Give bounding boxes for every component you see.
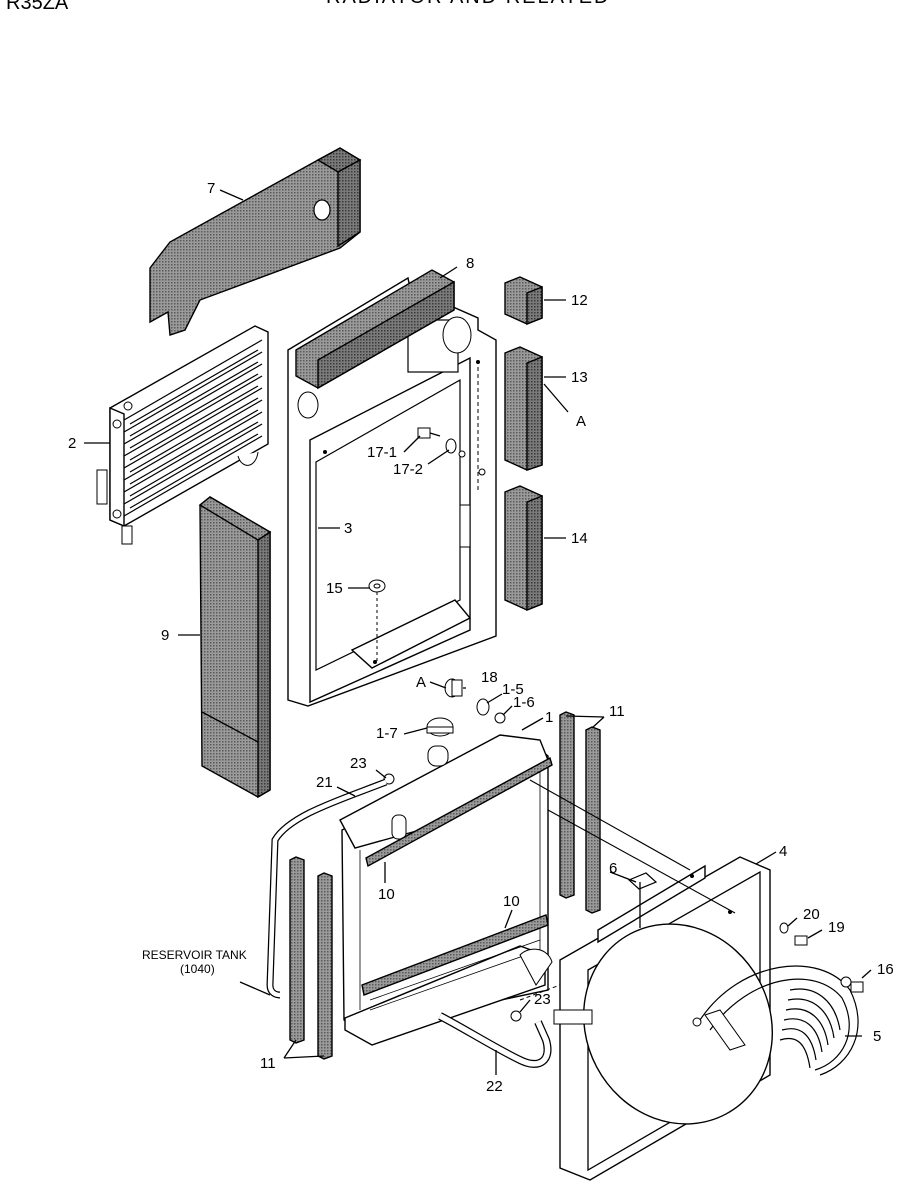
callout-2: 2 — [68, 435, 76, 452]
callout-18: 18 — [481, 669, 498, 686]
part-7-foam-seal — [149, 147, 362, 336]
callout-1-5: 1-5 — [502, 681, 524, 698]
part-5-fan-guard — [699, 965, 859, 1076]
part-18-plug — [444, 678, 463, 698]
callout-20: 20 — [803, 906, 820, 923]
callout-23-lower: 23 — [534, 991, 551, 1008]
part-1-7-cap — [426, 717, 454, 737]
part-14-foam-block — [504, 485, 543, 612]
reservoir-tank-note: RESERVOIR TANK — [142, 948, 247, 962]
part-20-washer — [779, 922, 789, 934]
callout-1-7: 1-7 — [376, 725, 398, 742]
part-3-shroud-frame — [287, 276, 497, 707]
part-23-clamp-upper — [383, 773, 395, 785]
callout-ref-a-upper: A — [576, 413, 586, 430]
part-23-clamp-lower — [510, 1010, 522, 1022]
callout-13: 13 — [571, 369, 588, 386]
part-17-2-washer — [445, 438, 457, 454]
leader-lines — [84, 189, 872, 1075]
part-15-grommet — [368, 579, 386, 662]
callout-11-upper: 11 — [609, 703, 625, 720]
callout-10-right: 10 — [503, 893, 520, 910]
part-11-foam-strip-right-b — [585, 726, 601, 914]
callout-9: 9 — [161, 627, 169, 644]
part-22-hose — [438, 1012, 552, 1068]
callout-16: 16 — [877, 961, 894, 978]
callout-7: 7 — [207, 180, 215, 197]
callout-3: 3 — [344, 520, 352, 537]
callout-22: 22 — [486, 1078, 503, 1095]
model-label: R35ZA — [6, 0, 69, 14]
callout-labels: 7 8 12 13 A 2 17-1 17-2 3 14 15 9 A 18 1… — [68, 180, 894, 1095]
callout-14: 14 — [571, 530, 588, 547]
part-13-foam-block — [504, 346, 543, 471]
reservoir-tank-ref: (1040) — [180, 962, 215, 976]
callout-1: 1 — [545, 709, 553, 726]
callout-6: 6 — [609, 860, 617, 877]
part-17-1-bolt — [417, 427, 441, 439]
part-4-fan-shroud — [553, 856, 773, 1181]
part-9-foam-seal — [198, 496, 272, 799]
part-1-6-nut — [494, 712, 506, 724]
callout-10-left: 10 — [378, 886, 395, 903]
callout-11-lower: 11 — [260, 1055, 276, 1072]
part-1-radiator — [339, 734, 553, 1046]
part-19-bolt — [794, 935, 808, 946]
part-21-hose — [266, 778, 388, 999]
callout-17-1: 17-1 — [367, 444, 397, 461]
callout-12: 12 — [571, 292, 588, 309]
part-1-5-plug — [476, 698, 490, 716]
diagram-title: RADIATOR AND RELATED — [326, 0, 611, 9]
part-11-foam-strip-left-b — [317, 872, 333, 1060]
part-11-foam-strip-left-a — [289, 856, 305, 1044]
callout-1-6: 1-6 — [513, 694, 535, 711]
callout-15: 15 — [326, 580, 343, 597]
callout-21: 21 — [316, 774, 333, 791]
callout-8: 8 — [466, 255, 474, 272]
part-11-foam-strip-right-a — [559, 711, 575, 899]
callout-17-2: 17-2 — [393, 461, 423, 478]
callout-19: 19 — [828, 919, 845, 936]
part-6-label — [627, 872, 658, 890]
callout-5: 5 — [873, 1028, 881, 1045]
part-8-foam-seal — [295, 269, 455, 390]
part-2-oil-cooler — [96, 325, 269, 545]
callout-23-upper: 23 — [350, 755, 367, 772]
part-16-bolt — [840, 976, 864, 993]
callout-ref-a-lower: A — [416, 674, 426, 691]
part-12-foam-block — [504, 276, 543, 326]
callout-4: 4 — [779, 843, 787, 860]
